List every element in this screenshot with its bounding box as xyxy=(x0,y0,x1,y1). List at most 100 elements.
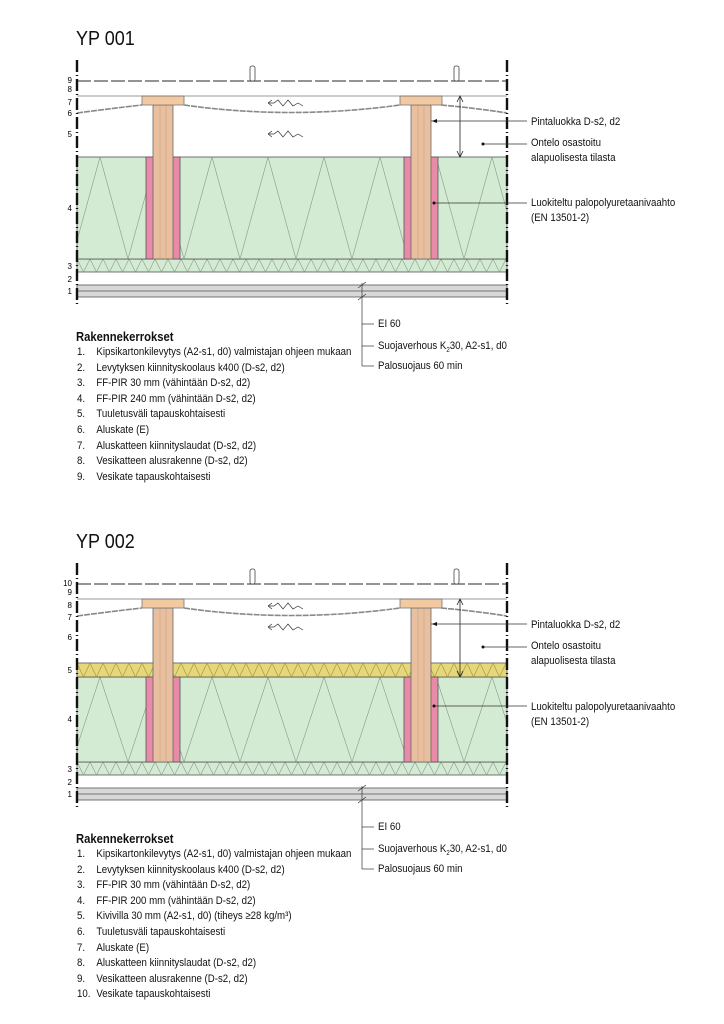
fire-rating: EI 60 xyxy=(378,821,401,833)
legend-item: 2.Levytyksen kiinnityskoolaus k400 (D-s2… xyxy=(77,864,285,876)
legend-item: 6.Tuuletusväli tapauskohtaisesti xyxy=(77,926,225,938)
insulation-hatch xyxy=(76,258,507,273)
leader-arrow-icon xyxy=(432,119,437,123)
legend-text: FF-PIR 30 mm (vähintään D-s2, d2) xyxy=(96,377,251,390)
legend-item: 2. Levytyksen kiinnityskoolaus k400 (D-s2… xyxy=(77,362,285,374)
legend-text: Tuuletusväli tapauskohtaisesti xyxy=(96,408,226,421)
legend-text: Kipsikartonkilevytys (A2-s1, d0) valmist… xyxy=(96,346,352,358)
callout-cavity: Ontelo osastoitu xyxy=(531,640,601,652)
ventilation-arrow xyxy=(267,130,304,138)
legend-number: 4. xyxy=(77,894,86,907)
legend-number: 6. xyxy=(77,926,86,938)
legend-text: Vesikatteen alusrakenne (D-s2, d2) xyxy=(96,972,248,985)
layer-number: 2 xyxy=(68,275,73,284)
section-title-yp002: YP 002 xyxy=(76,531,135,553)
legend-number: 5. xyxy=(77,408,86,421)
section-title-yp001: YP 001 xyxy=(76,28,135,50)
leader-arrow-icon xyxy=(432,622,437,626)
pir-30-layer xyxy=(76,258,508,273)
legend-text: Vesikate tapauskohtaisesti xyxy=(96,988,211,1001)
fire-protection: Palosuojaus 60 min xyxy=(378,863,463,875)
legend-text: Levytyksen kiinnityskoolaus k400 (D-s2, … xyxy=(96,863,285,876)
legend-text: Vesikate tapauskohtaisesti xyxy=(96,470,211,483)
underlay-batten xyxy=(399,598,443,609)
legend-number: 8. xyxy=(77,455,86,468)
timber-rafter xyxy=(410,607,432,763)
underlay-batten xyxy=(141,95,185,106)
legend-number: 4. xyxy=(77,392,86,405)
dimension-arrows xyxy=(456,95,464,158)
layer-number: 4 xyxy=(68,204,73,213)
legend-item: 8.Vesikatteen alusrakenne (D-s2, d2) xyxy=(77,455,248,467)
dimension-arrows xyxy=(456,598,464,678)
timber-rafter xyxy=(152,104,174,260)
layer-number: 7 xyxy=(68,613,73,622)
legend-number: 9. xyxy=(77,972,86,985)
break-mark-icon xyxy=(357,281,367,301)
legend-text: FF-PIR 30 mm (vähintään D-s2, d2) xyxy=(96,879,251,892)
roof-seam-icon xyxy=(453,65,460,82)
leader-dot-icon xyxy=(432,201,436,205)
leader-dot-icon xyxy=(432,704,436,708)
callout-foam: Luokiteltu palopolyuretaanivaahto xyxy=(531,701,676,713)
ventilation-arrow xyxy=(267,99,304,107)
callout-cavity-2: alapuolisesta tilasta xyxy=(531,655,616,667)
legend-number: 2. xyxy=(77,361,86,374)
fire-cover: Suojaverhous K230, A2-s1, d0 xyxy=(378,340,507,355)
callout-foam-2: (EN 13501-2) xyxy=(531,716,590,728)
legend-text: Aluskate (E) xyxy=(96,941,150,954)
layer-number: 9 xyxy=(68,588,73,597)
legend-item: 1.Kipsikartonkilevytys (A2-s1, d0) valmi… xyxy=(77,346,351,358)
timber-rafter xyxy=(410,104,432,260)
legend-text: Kipsikartonkilevytys (A2-s1, d0) valmist… xyxy=(96,848,352,860)
legend-text: Aluskatteen kiinnityslaudat (D-s2, d2) xyxy=(96,439,257,452)
legend-number: 10. xyxy=(77,988,91,1001)
legend-number: 6. xyxy=(77,424,86,436)
callout-cavity-2: alapuolisesta tilasta xyxy=(531,152,616,164)
layer-number: 3 xyxy=(68,262,73,271)
legend-number: 5. xyxy=(77,910,86,923)
pir-30-layer xyxy=(76,761,508,776)
legend-item: 3.FF-PIR 30 mm (vähintään D-s2, d2) xyxy=(77,377,250,389)
legend-item: 1.Kipsikartonkilevytys (A2-s1, d0) valmi… xyxy=(77,848,351,860)
fire-protection: Palosuojaus 60 min xyxy=(378,360,463,372)
roof-seam-icon xyxy=(249,568,256,585)
legend-text: Levytyksen kiinnityskoolaus k400 (D-s2, … xyxy=(96,361,285,374)
timber-rafter xyxy=(152,607,174,763)
legend-item: 9. Vesikatteen alusrakenne (D-s2, d2) xyxy=(77,973,248,985)
legend-number: 3. xyxy=(77,879,86,892)
roof-seam-icon xyxy=(453,568,460,585)
legend-title: Rakennekerrokset xyxy=(76,832,174,846)
layer-number: 6 xyxy=(68,633,73,642)
legend-text: Kivivilla 30 mm (A2-s1, d0) (tiheys ≥28 … xyxy=(96,910,292,923)
callout-surface-class: Pintaluokka D-s2, d2 xyxy=(531,116,621,128)
roof-seam-icon xyxy=(249,65,256,82)
layer-number: 9 xyxy=(68,76,73,85)
legend-item: 4. FF-PIR 200 mm (vähintään D-s2, d2) xyxy=(77,895,256,907)
legend-item: 5. Tuuletusväli tapauskohtaisesti xyxy=(77,408,225,420)
ventilation-arrow xyxy=(267,602,304,610)
legend-number: 9. xyxy=(77,470,86,483)
legend-number: 7. xyxy=(77,439,86,452)
leader-dot-icon xyxy=(481,142,485,146)
layer-number: 8 xyxy=(68,601,73,610)
legend-item: 3. FF-PIR 30 mm (vähintään D-s2, d2) xyxy=(77,879,250,891)
underlay-batten xyxy=(141,598,185,609)
legend-item: 5. Kivivilla 30 mm (A2-s1, d0) (tiheys ≥2… xyxy=(77,910,292,922)
legend-text: Aluskate (E) xyxy=(96,424,150,436)
legend-text: FF-PIR 200 mm (vähintään D-s2, d2) xyxy=(96,894,256,907)
legend-item: 6. Aluskate (E) xyxy=(77,424,149,436)
layer-number: 2 xyxy=(68,778,73,787)
legend-text: FF-PIR 240 mm (vähintään D-s2, d2) xyxy=(96,392,256,405)
ventilation-arrow xyxy=(267,623,304,631)
underlay-membrane xyxy=(76,607,508,617)
callout-cavity: Ontelo osastoitu xyxy=(531,137,601,149)
legend-item: 4. FF-PIR 240 mm (vähintään D-s2, d2) xyxy=(77,393,256,405)
legend-item: 7. Aluskatteen kiinnityslaudat (D-s2, d2) xyxy=(77,440,256,452)
layer-number: 3 xyxy=(68,765,73,774)
legend-number: 7. xyxy=(77,941,86,954)
layer-number: 6 xyxy=(68,109,73,118)
callout-foam: Luokiteltu palopolyuretaanivaahto xyxy=(531,197,676,209)
mineral-wool-layer xyxy=(76,662,508,678)
